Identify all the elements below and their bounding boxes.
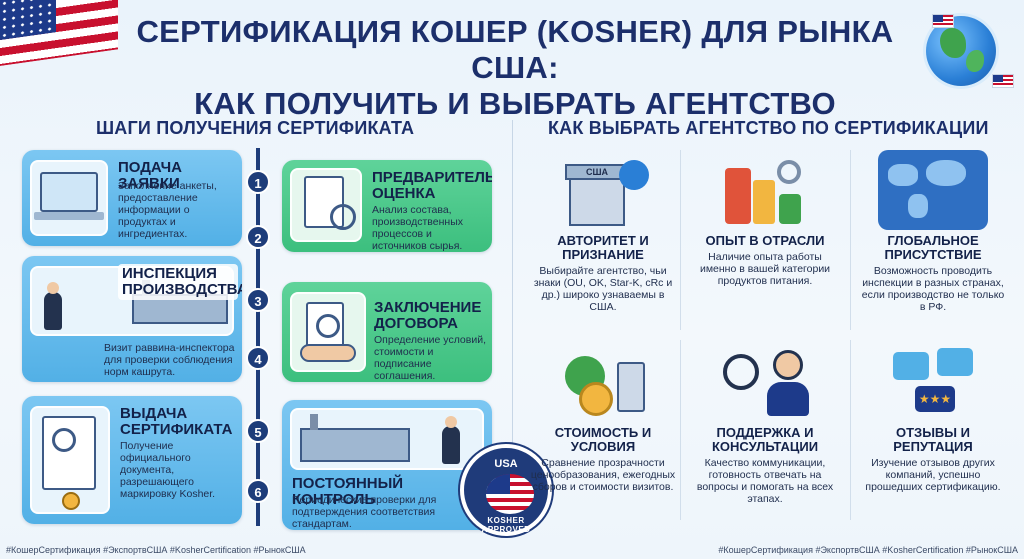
step-number-4: 4 xyxy=(246,346,270,370)
clipboard-illustration xyxy=(290,168,362,242)
left-section-title: ШАГИ ПОЛУЧЕНИЯ СЕРТИФИКАТА xyxy=(96,118,415,138)
headset-support-icon xyxy=(717,342,813,422)
step-text: Определение условий, стоимости и подписа… xyxy=(374,334,486,382)
handshake-icon xyxy=(300,344,356,362)
step-card-6: ПОСТОЯННЫЙ КОНТРОЛЬ Периодические провер… xyxy=(282,400,492,530)
criterion-title: ГЛОБАЛЬНОЕ ПРИСУТСТВИЕ xyxy=(884,233,982,262)
step-text: Анализ состава, производственных процесс… xyxy=(372,204,463,252)
inspector-icon xyxy=(442,416,460,464)
right-section-title: КАК ВЫБРАТЬ АГЕНТСТВО ПО СЕРТИФИКАЦИИ xyxy=(548,118,989,138)
column-divider xyxy=(512,120,513,530)
factory-icon xyxy=(300,414,410,462)
page-title: СЕРТИФИКАЦИЯ КОШЕР (KOSHER) ДЛЯ РЫНКА СШ… xyxy=(120,14,910,122)
mini-flag-icon xyxy=(992,74,1014,88)
contract-illustration xyxy=(290,292,366,372)
reviews-thumbs-up-icon: ★★★ xyxy=(885,342,981,422)
government-building-icon: США xyxy=(555,150,651,230)
food-products-icon xyxy=(717,150,813,230)
mini-flag-icon xyxy=(932,14,954,28)
criterion-text: Сравнение прозрачности ценообразования, … xyxy=(530,457,676,493)
laptop-illustration xyxy=(30,160,108,236)
certificate-illustration xyxy=(30,406,110,514)
criterion-experience: ОПЫТ В ОТРАСЛИ Наличие опыта работы имен… xyxy=(690,150,840,287)
criteria-separator xyxy=(680,150,681,330)
step-number-3: 3 xyxy=(246,288,270,312)
globe-icon xyxy=(926,16,996,86)
hashtags-left: #КошерСертификация #ЭкспортвСША #KosherC… xyxy=(6,545,306,555)
certificate-seal-icon xyxy=(62,492,80,510)
criterion-support: ПОДДЕРЖКА И КОНСУЛЬТАЦИИ Качество коммун… xyxy=(690,342,840,505)
step-number-5: 5 xyxy=(246,419,270,443)
contract-document-icon xyxy=(306,302,344,350)
criterion-authority: США АВТОРИТЕТ И ПРИЗНАНИЕ Выбирайте аген… xyxy=(528,150,678,313)
world-map-icon xyxy=(878,150,988,230)
criterion-text: Выбирайте агентство, чьи знаки (OU, OK, … xyxy=(533,265,673,313)
criterion-cost: СТОИМОСТЬ И УСЛОВИЯ Сравнение прозрачнос… xyxy=(528,342,678,493)
step-title: ПОДАЧА ЗАЯВКИ xyxy=(118,159,182,192)
criterion-text: Изучение отзывов других компаний, успешн… xyxy=(865,457,1001,493)
page-title-line2: КАК ПОЛУЧИТЬ И ВЫБРАТЬ АГЕНТСТВО xyxy=(194,86,836,121)
step-number-6: 6 xyxy=(246,479,270,503)
hashtags-right: #КошерСертификация #ЭкспортвСША #KosherC… xyxy=(718,545,1018,555)
money-calculator-icon xyxy=(555,342,651,422)
step-text: Периодические проверки для подтверждения… xyxy=(292,494,437,530)
criteria-separator xyxy=(850,340,851,520)
clipboard-magnifier-icon xyxy=(304,176,356,230)
rabbi-inspector-icon xyxy=(44,282,62,330)
criteria-separator xyxy=(680,340,681,520)
step-text: Заполнение анкеты, предоставление информ… xyxy=(118,180,217,240)
criterion-text: Возможность проводить инспекции в разных… xyxy=(861,265,1005,313)
step-title: ИНСПЕКЦИЯ ПРОИЗВОДСТВА xyxy=(118,264,242,300)
criterion-reputation: ★★★ ОТЗЫВЫ И РЕПУТАЦИЯ Изучение отзывов … xyxy=(858,342,1008,493)
seal-top-text: USA xyxy=(494,458,518,470)
criterion-text: Качество коммуникации, готовность отвеча… xyxy=(696,457,834,505)
step-card-3: ИНСПЕКЦИЯ ПРОИЗВОДСТВА Визит раввина-инс… xyxy=(22,256,242,382)
steps-timeline xyxy=(256,148,260,526)
step-text: Визит раввина-инспектора для проверки со… xyxy=(104,342,235,378)
step-title: ВЫДАЧА СЕРТИФИКАТА xyxy=(120,405,233,438)
step-text: Получение официального документа, разреш… xyxy=(120,440,216,500)
criterion-title: АВТОРИТЕТ И ПРИЗНАНИЕ xyxy=(557,233,649,262)
criterion-title: СТОИМОСТЬ И УСЛОВИЯ xyxy=(554,425,652,454)
criterion-title: ОПЫТ В ОТРАСЛИ xyxy=(705,233,825,248)
criterion-global: ГЛОБАЛЬНОЕ ПРИСУТСТВИЕ Возможность прово… xyxy=(858,150,1008,313)
page-title-line1: СЕРТИФИКАЦИЯ КОШЕР (KOSHER) ДЛЯ РЫНКА СШ… xyxy=(136,14,894,85)
us-flag-decoration xyxy=(0,0,118,66)
criterion-title: ПОДДЕРЖКА И КОНСУЛЬТАЦИИ xyxy=(711,425,819,454)
step-card-4: ЗАКЛЮЧЕНИЕ ДОГОВОРА Определение условий,… xyxy=(282,282,492,382)
step-card-2: ПРЕДВАРИТЕЛЬНАЯ ОЦЕНКА Анализ состава, п… xyxy=(282,160,492,252)
seal-bottom-text: KOSHER APPROVED xyxy=(481,516,531,534)
step-title: ЗАКЛЮЧЕНИЕ ДОГОВОРА xyxy=(374,299,482,332)
step-number-1: 1 xyxy=(246,170,270,194)
step-title: ПРЕДВАРИТЕЛЬНАЯ ОЦЕНКА xyxy=(372,169,492,202)
monitoring-illustration xyxy=(290,408,484,470)
building-sign: США xyxy=(565,164,629,180)
certificate-icon xyxy=(42,416,96,490)
criteria-separator xyxy=(850,150,851,330)
step-number-2: 2 xyxy=(246,225,270,249)
criterion-title: ОТЗЫВЫ И РЕПУТАЦИЯ xyxy=(893,425,973,454)
step-title: ПОСТОЯННЫЙ КОНТРОЛЬ xyxy=(292,475,404,508)
seal-flag-icon xyxy=(486,474,534,514)
step-card-1: ПОДАЧА ЗАЯВКИ Заполнение анкеты, предост… xyxy=(22,150,242,246)
step-card-5: ВЫДАЧА СЕРТИФИКАТА Получение официальног… xyxy=(22,396,242,524)
kosher-approved-seal: USA KOSHER APPROVED xyxy=(460,444,552,536)
laptop-icon xyxy=(34,172,104,220)
criterion-text: Наличие опыта работы именно в вашей кате… xyxy=(699,251,831,287)
